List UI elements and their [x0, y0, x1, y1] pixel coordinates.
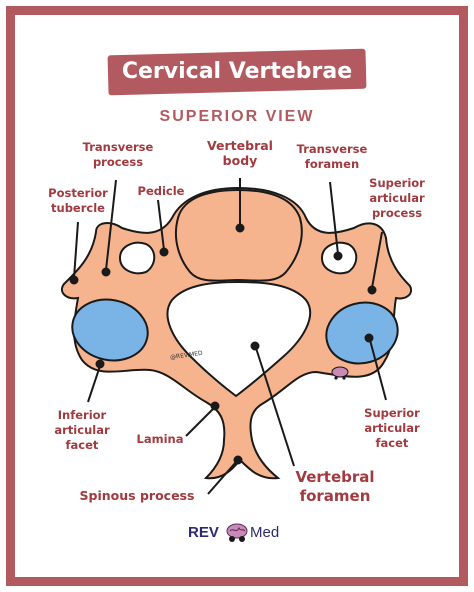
pointer-dot-vertebral-foramen: [250, 341, 260, 351]
brand-med-text: Med: [250, 524, 280, 541]
pointer-dot-transverse-foramen: [333, 251, 343, 261]
vertebral-foramen-shape: [166, 280, 312, 398]
pointer-vertebral-foramen: [255, 347, 295, 467]
label-posterior-tubercle: Posterior tubercle: [48, 186, 108, 215]
left-transverse-foramen: [118, 241, 156, 275]
pointer-dot-spinous-process: [233, 455, 243, 465]
pointer-dot-posterior-tubercle: [69, 275, 79, 285]
page-frame: [6, 6, 468, 586]
label-vertebral-body: Vertebral body: [207, 138, 273, 168]
brand-logo: REV Med: [188, 520, 288, 546]
pointer-spinous-process: [207, 461, 237, 495]
pointer-superior-articular-process: [371, 231, 383, 289]
page-title: Cervical Vertebrae: [121, 59, 353, 84]
pointer-transverse-foramen: [329, 181, 339, 255]
pointer-dot-transverse-process: [101, 267, 111, 277]
right-articular-facet: [325, 301, 399, 365]
pointer-dot-vertebral-body: [235, 223, 245, 233]
pointer-transverse-process: [105, 179, 117, 271]
label-superior-articular-facet: Superior articular facet: [364, 406, 420, 450]
brand-rev-text: REV: [188, 524, 219, 541]
pointer-posterior-tubercle: [73, 221, 79, 279]
page-subtitle: SUPERIOR VIEW: [159, 108, 315, 125]
pointer-dot-lamina: [210, 401, 220, 411]
pointer-dot-pedicle: [159, 247, 169, 257]
label-pedicle: Pedicle: [137, 184, 185, 198]
pointer-lamina: [185, 407, 215, 437]
label-transverse-foramen: Transverse foramen: [296, 142, 368, 171]
pointer-superior-articular-facet: [369, 339, 387, 401]
pointer-dot-superior-articular-facet: [364, 333, 374, 343]
pointer-dot-inferior-articular-facet: [95, 359, 105, 369]
brain-car-icon: [226, 523, 248, 542]
vertebral-body-shape: [174, 188, 303, 282]
pointer-pedicle: [157, 199, 165, 251]
brain-mascot-icon: [331, 366, 349, 380]
label-vertebral-foramen: Vertebral foramen: [295, 468, 375, 505]
label-superior-articular-process: Superior articular process: [369, 176, 425, 220]
left-articular-facet: [71, 298, 149, 362]
label-spinous-process: Spinous process: [79, 488, 195, 503]
label-lamina: Lamina: [136, 432, 184, 446]
label-transverse-process: Transverse process: [82, 140, 154, 169]
pointer-inferior-articular-facet: [87, 365, 101, 403]
label-inferior-articular-facet: Inferior articular facet: [54, 408, 110, 452]
pointer-dot-superior-articular-process: [367, 285, 377, 295]
